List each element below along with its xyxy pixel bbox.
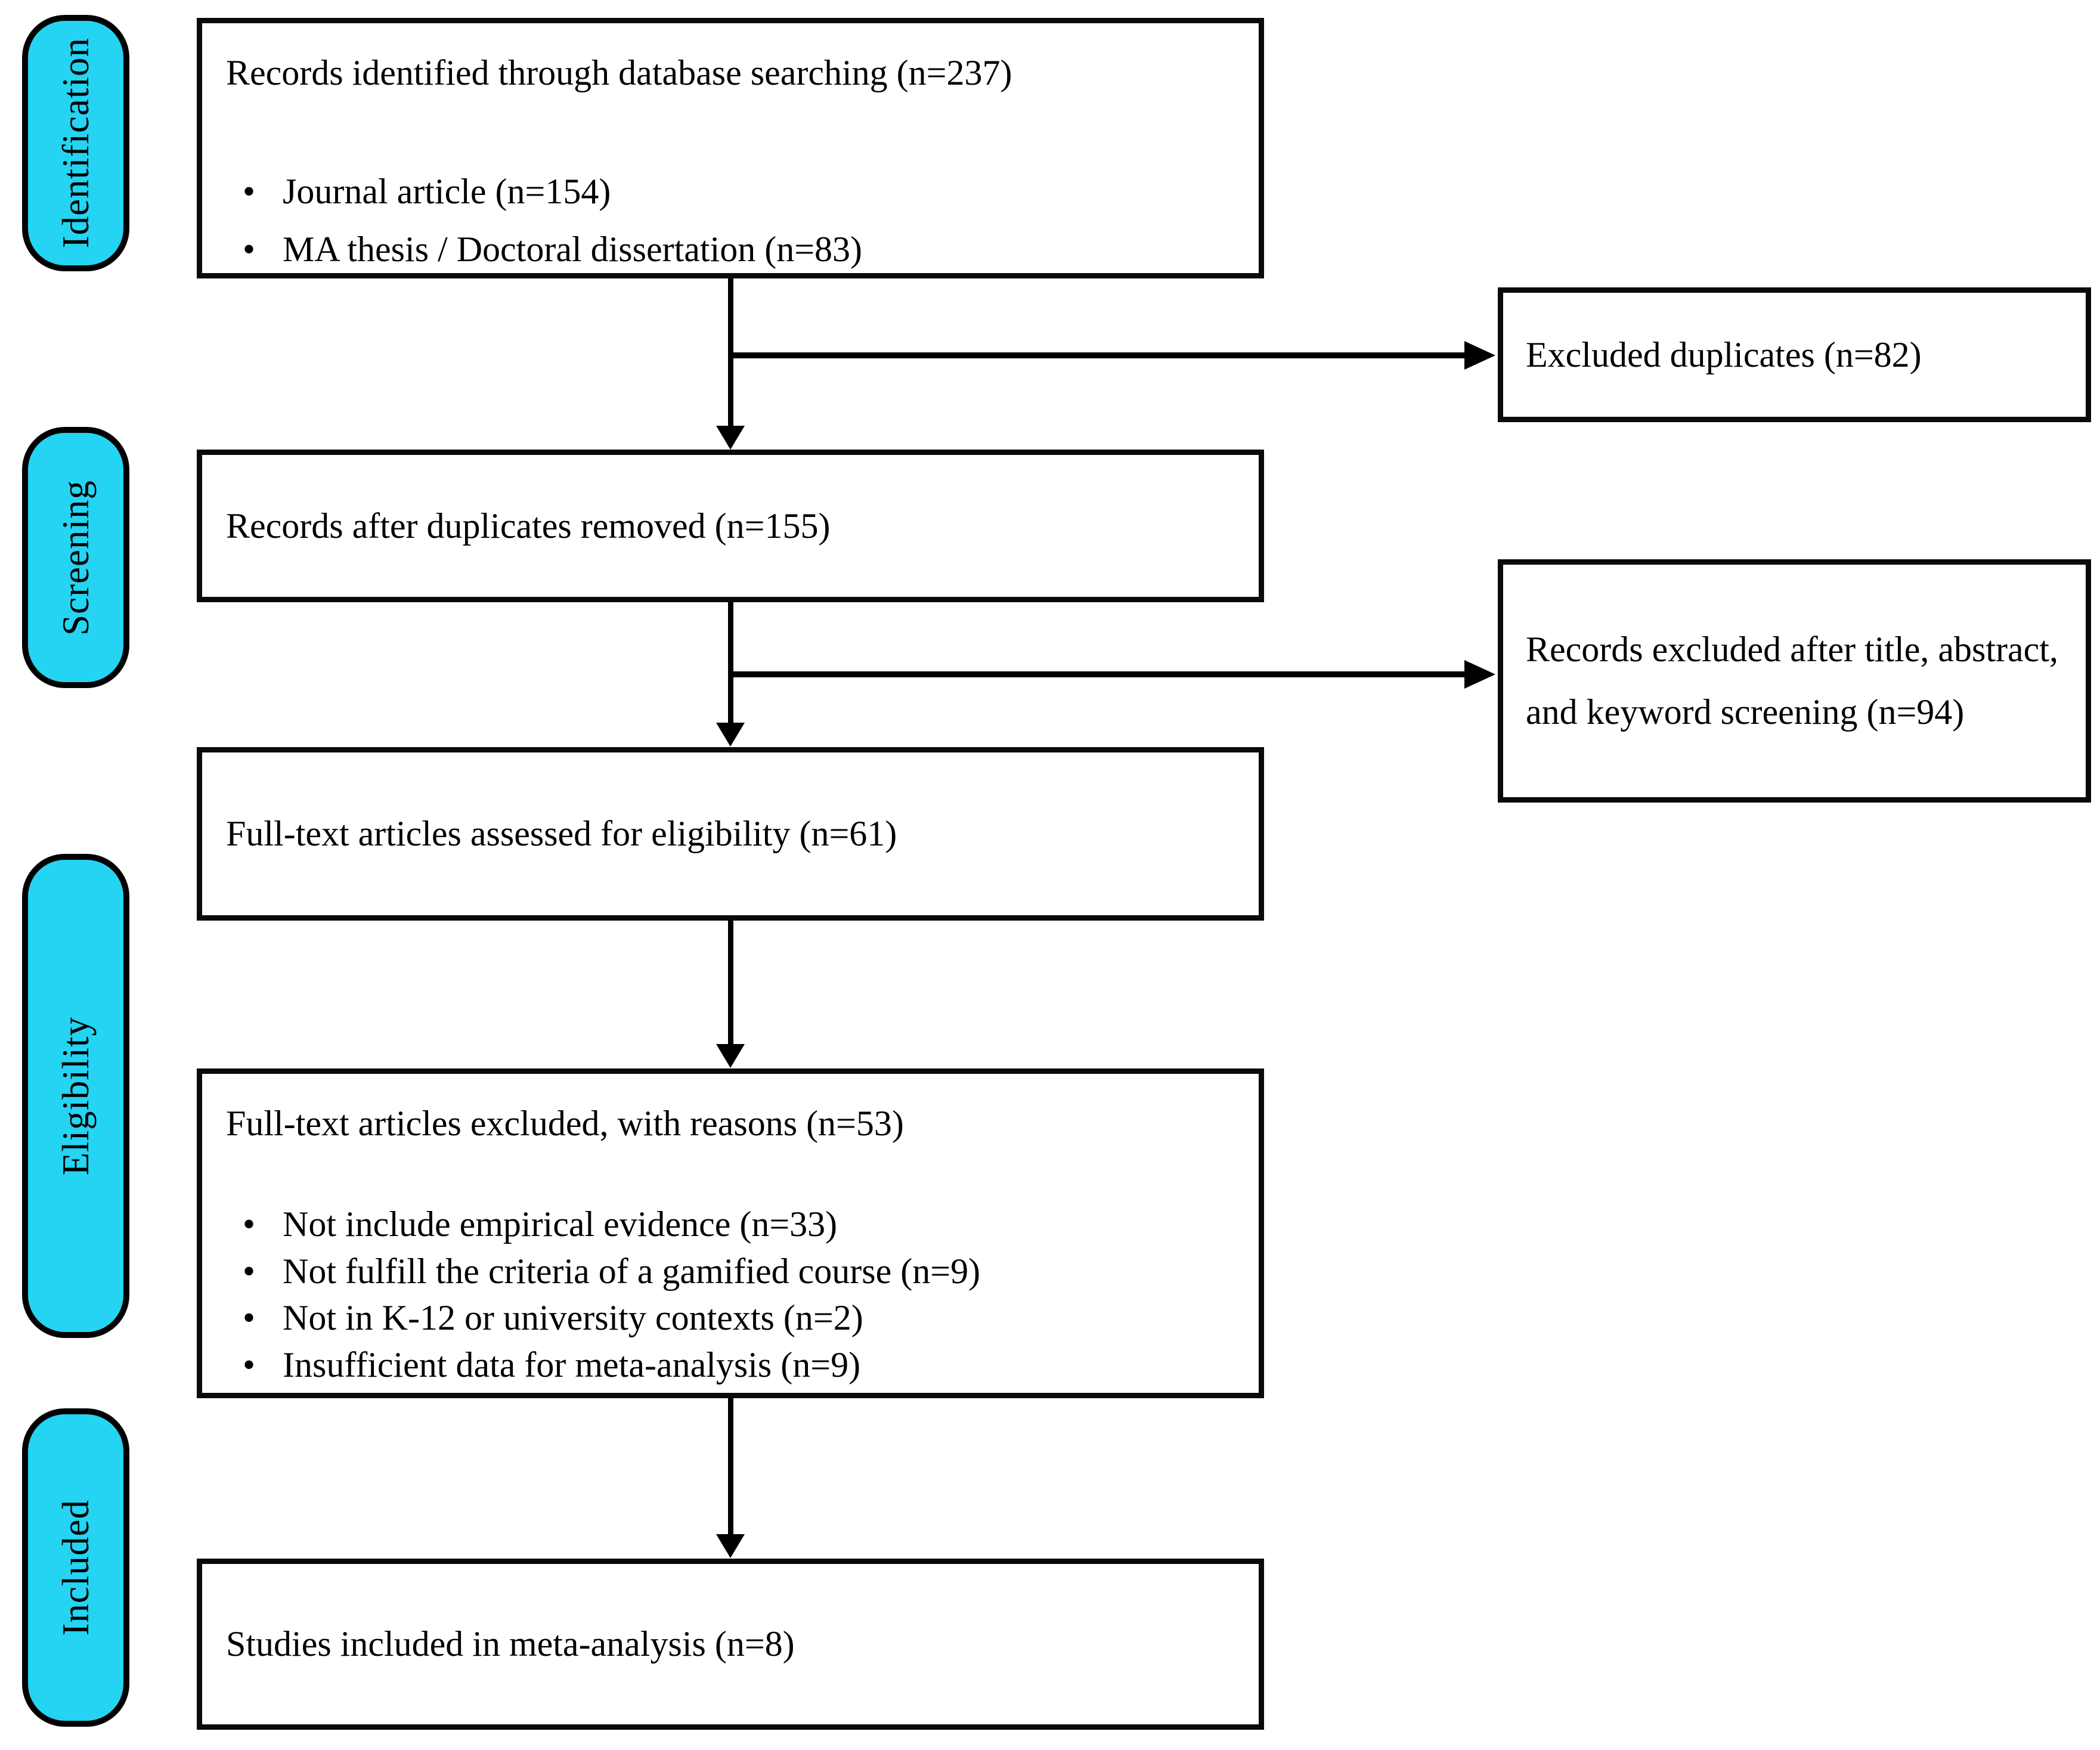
connector-deduped-to-assessed: [728, 602, 733, 724]
bullet-ma-thesis: MA thesis / Doctoral dissertation (n=83): [226, 228, 1235, 271]
stage-label-identification: Identification: [54, 38, 97, 249]
bullet-journal-article: Journal article (n=154): [226, 171, 1235, 213]
stage-pill-included: Included: [22, 1408, 129, 1727]
box-records-after-duplicates-title: Records after duplicates removed (n=155): [226, 506, 831, 546]
stage-label-eligibility: Eligibility: [54, 1016, 97, 1176]
stage-pill-identification: Identification: [22, 15, 129, 271]
box-records-excluded-screening-title: Records excluded after title, abstract, …: [1526, 630, 2058, 732]
box-excluded-duplicates: Excluded duplicates (n=82): [1498, 287, 2091, 422]
box-records-excluded-screening: Records excluded after title, abstract, …: [1498, 559, 2091, 803]
bullet-no-empirical-evidence: Not include empirical evidence (n=33): [226, 1203, 1235, 1246]
stage-pill-eligibility: Eligibility: [22, 854, 129, 1338]
bullet-not-gamified-course: Not fulfill the criteria of a gamified c…: [226, 1250, 1235, 1293]
box-excluded-duplicates-title: Excluded duplicates (n=82): [1526, 334, 1922, 374]
arrow-down-icon: [716, 426, 745, 450]
box-fulltext-excluded-title: Full-text articles excluded, with reason…: [226, 1104, 904, 1143]
connector-identified-to-duplicates: [730, 352, 1465, 358]
box-records-after-duplicates: Records after duplicates removed (n=155): [197, 450, 1264, 602]
box-studies-included-title: Studies included in meta-analysis (n=8): [226, 1624, 795, 1664]
box-fulltext-assessed-title: Full-text articles assessed for eligibil…: [226, 814, 897, 854]
connector-assessed-to-excluded: [728, 921, 733, 1047]
box-fulltext-assessed: Full-text articles assessed for eligibil…: [197, 747, 1264, 921]
arrow-down-icon: [716, 1044, 745, 1068]
stage-label-screening: Screening: [54, 479, 97, 636]
arrow-down-icon: [716, 723, 745, 747]
connector-deduped-to-screened-out: [730, 671, 1465, 677]
stage-pill-screening: Screening: [22, 427, 129, 688]
bullet-not-k12-university: Not in K-12 or university contexts (n=2): [226, 1297, 1235, 1339]
connector-excluded-to-included: [728, 1398, 733, 1537]
box-records-identified-title: Records identified through database sear…: [226, 53, 1012, 92]
stage-label-included: Included: [54, 1499, 97, 1636]
box-studies-included: Studies included in meta-analysis (n=8): [197, 1559, 1264, 1730]
box-fulltext-excluded: Full-text articles excluded, with reason…: [197, 1068, 1264, 1398]
box-records-identified-bullets: Journal article (n=154) MA thesis / Doct…: [226, 171, 1235, 286]
bullet-insufficient-data: Insufficient data for meta-analysis (n=9…: [226, 1344, 1235, 1386]
arrow-right-icon: [1464, 660, 1495, 689]
arrow-down-icon: [716, 1534, 745, 1558]
arrow-right-icon: [1464, 341, 1495, 370]
box-records-identified: Records identified through database sear…: [197, 18, 1264, 278]
box-fulltext-excluded-bullets: Not include empirical evidence (n=33) No…: [226, 1203, 1235, 1391]
